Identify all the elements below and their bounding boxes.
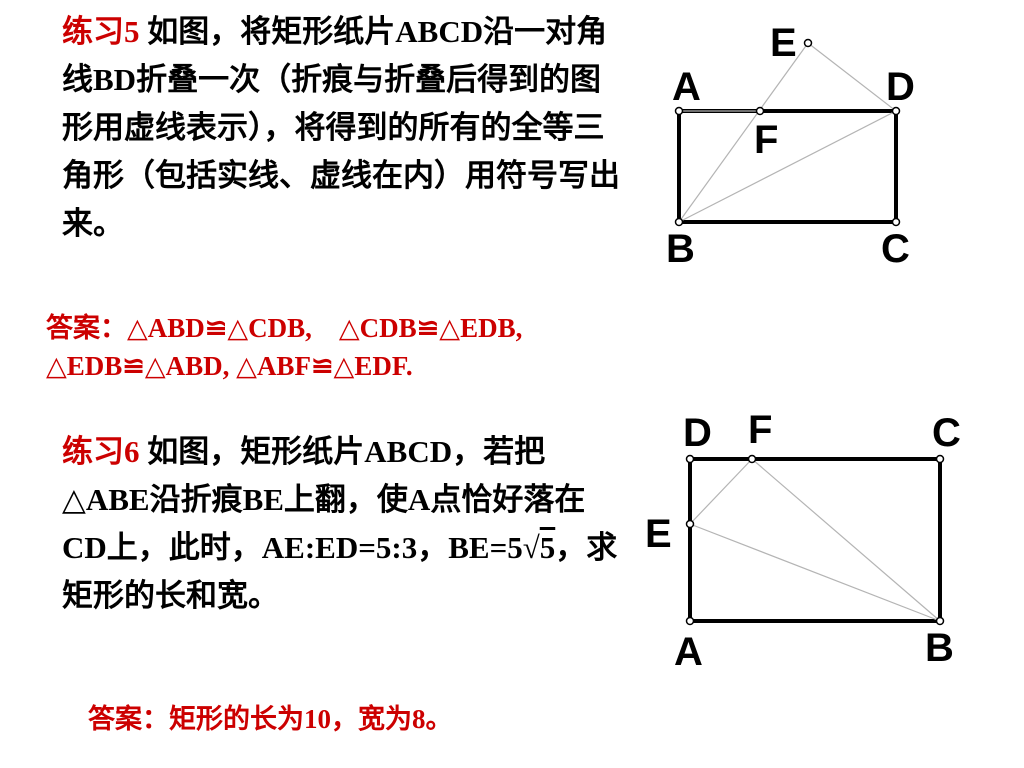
figure-5-label-b: B xyxy=(666,227,695,271)
figure-5-diagonal-bd xyxy=(678,110,897,223)
exercise-5-body: 如图，将矩形纸片ABCD沿一对角线BD折叠一次（折痕与折叠后得到的图形用虚线表示… xyxy=(62,14,620,241)
figure-6-label-c: C xyxy=(932,411,961,455)
figure-6-rectangle xyxy=(688,457,942,623)
figure-6-point-d xyxy=(685,454,695,464)
figure-6-point-c xyxy=(935,454,945,464)
figure-5-point-a xyxy=(674,106,684,116)
figure-5-label-e: E xyxy=(770,21,797,65)
figure-6-line-ef xyxy=(689,458,753,525)
figure-6-label-b: B xyxy=(925,626,954,670)
figure-6-point-b xyxy=(935,616,945,626)
exercise-6-answer: 答案：矩形的长为10，宽为8。 xyxy=(88,704,453,734)
figure-5-label-f: F xyxy=(754,118,778,162)
exercise-6-body-start: 如图，矩形纸片ABCD，若把△ABE沿折痕BE上翻，使A点恰好落在CD上，此时，… xyxy=(62,434,586,565)
figure-6-label-d: D xyxy=(683,411,712,455)
figure-5-line-ed xyxy=(807,42,897,112)
exercise-5-answer: 答案：△ABD≌△CDB, △CDB≌△EDB, △EDB≌△ABD, △ABF≌… xyxy=(46,309,746,385)
exercise-5-answer-line1: 答案：△ABD≌△CDB, △CDB≌△EDB, xyxy=(46,313,523,343)
figure-5-label-d: D xyxy=(886,65,915,109)
figure-6-label-e: E xyxy=(645,512,672,556)
exercise-6-text: 练习6 如图，矩形纸片ABCD，若把△ABE沿折痕BE上翻，使A点恰好落在CD上… xyxy=(62,428,622,620)
figure-5-point-c xyxy=(891,217,901,227)
exercise-5-label: 练习5 xyxy=(62,14,140,49)
figure-5-point-d xyxy=(891,106,901,116)
figure-6-fold-be xyxy=(689,523,941,622)
exercise-5-text: 练习5 如图，将矩形纸片ABCD沿一对角线BD折叠一次（折痕与折叠后得到的图形用… xyxy=(62,8,622,248)
exercise-6-body-end: ，求矩形的长和宽。 xyxy=(62,530,618,613)
figure-6-point-f xyxy=(747,454,757,464)
figure-5-point-e xyxy=(803,38,813,48)
figure-5-line-be xyxy=(678,42,809,223)
exercise-6-label: 练习6 xyxy=(62,434,140,469)
figure-5: A D B C F E xyxy=(666,21,915,271)
figure-6: D F C E A B xyxy=(645,408,961,674)
figure-5-point-b xyxy=(674,217,684,227)
figure-6-label-f: F xyxy=(748,408,772,452)
figure-5-rectangle xyxy=(677,109,898,224)
figure-6-line-fb xyxy=(751,458,941,622)
figure-5-point-f xyxy=(755,106,765,116)
figure-6-point-a xyxy=(685,616,695,626)
exercise-5-answer-line2: △EDB≌△ABD, △ABF≌△EDF. xyxy=(46,351,413,381)
figure-6-point-e xyxy=(685,519,695,529)
figure-5-label-c: C xyxy=(881,227,910,271)
exercise-6-radicand: 5 xyxy=(539,530,556,565)
figure-5-label-a: A xyxy=(672,65,701,109)
figure-6-label-a: A xyxy=(674,630,703,674)
